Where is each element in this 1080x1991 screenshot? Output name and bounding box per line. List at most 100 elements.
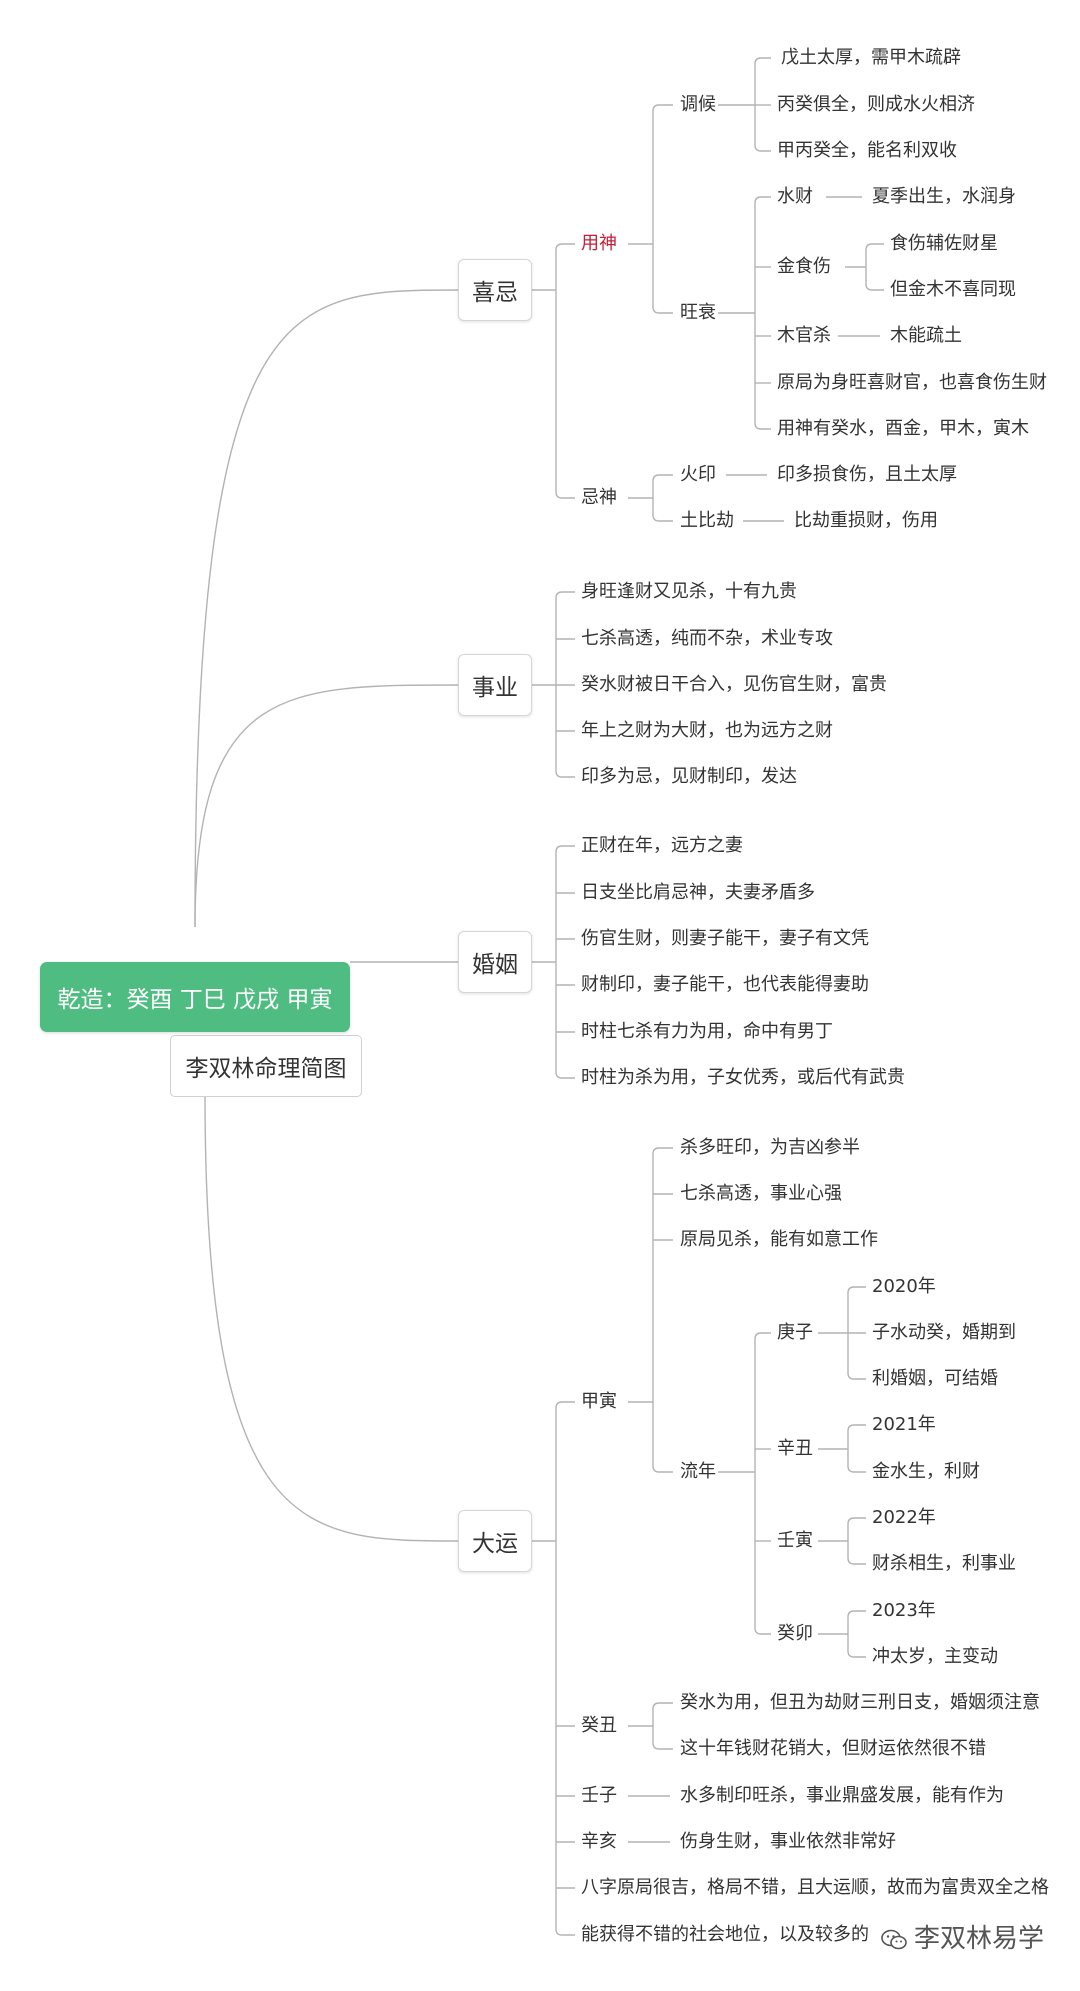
root-node: 乾造：癸酉 丁巳 戊戌 甲寅 <box>40 962 350 1032</box>
leaf: 七杀高透，纯而不杂，术业专攻 <box>581 628 833 649</box>
leaf: 原局见杀，能有如意工作 <box>680 1229 878 1250</box>
node-tiaohou: 调候 <box>680 94 716 115</box>
leaf: 时柱七杀有力为用，命中有男丁 <box>581 1021 833 1042</box>
connector-branch <box>555 1071 575 1079</box>
connector-root <box>194 684 460 928</box>
connector-branch <box>555 243 575 251</box>
connector-branch <box>555 770 575 778</box>
leaf: 甲丙癸全，能名利双收 <box>777 140 957 161</box>
leaf: 时柱为杀为用，子女优秀，或后代有武贵 <box>581 1067 905 1088</box>
leaf: 冲太岁，主变动 <box>872 1646 998 1667</box>
leaf: 七杀高透，事业心强 <box>680 1183 842 1204</box>
connector-branch <box>652 1742 673 1750</box>
node-liunian: 流年 <box>680 1461 716 1482</box>
leaf: 印多为忌，见财制印，发达 <box>581 766 797 787</box>
connector-branch <box>847 1424 866 1432</box>
node-huoyin: 火印 <box>680 464 716 485</box>
node-muguansha: 木官杀 <box>777 325 831 346</box>
node-guimao: 癸卯 <box>777 1623 813 1644</box>
leaf: 八字原局很吉，格局不错，且大运顺，故而为富贵双全之格 <box>581 1877 1049 1898</box>
leaf: 癸水财被日干合入，见伤官生财，富贵 <box>581 674 887 695</box>
branch-xiji: 喜忌 <box>458 259 532 321</box>
leaf: 正财在年，远方之妻 <box>581 835 743 856</box>
connector-branch <box>847 1517 866 1525</box>
leaf: 利婚姻，可结婚 <box>872 1368 998 1389</box>
leaf: 能获得不错的社会地位，以及较多的 <box>581 1924 869 1945</box>
connector-root <box>194 289 460 928</box>
node-shuicai: 水财 <box>777 186 813 207</box>
leaf: 用神有癸水，酉金，甲木，寅木 <box>777 418 1029 439</box>
connector-branch <box>652 514 673 522</box>
node-jinshishang: 金食伤 <box>777 256 831 277</box>
connector-branch <box>555 1928 575 1936</box>
connector-branch <box>652 306 673 314</box>
connector-branch <box>754 1332 771 1340</box>
leaf: 年上之财为大财，也为远方之财 <box>581 720 833 741</box>
leaf: 日支坐比肩忌神，夫妻矛盾多 <box>581 882 815 903</box>
node-xinhai: 辛亥 <box>581 1831 617 1852</box>
connector-branch <box>754 1627 771 1635</box>
leaf: 戊土太厚，需甲木疏辟 <box>781 47 961 68</box>
connector-branch <box>847 1610 866 1618</box>
leaf: 原局为身旺喜财官，也喜食伤生财 <box>777 372 1047 393</box>
node-wangshuai: 旺衰 <box>680 302 716 323</box>
connector-branch <box>555 491 575 499</box>
leaf: 财制印，妻子能干，也代表能得妻助 <box>581 974 869 995</box>
leaf: 财杀相生，利事业 <box>872 1553 1016 1574</box>
connector-branch <box>652 1702 673 1710</box>
branch-dayun: 大运 <box>458 1510 532 1572</box>
leaf: 2020年 <box>872 1276 936 1297</box>
connector-branch <box>754 57 771 65</box>
leaf: 2022年 <box>872 1507 936 1528</box>
node-jishen: 忌神 <box>581 487 617 508</box>
connector-branch <box>754 144 771 152</box>
connector-branch <box>847 1372 866 1380</box>
connector-branch <box>865 283 884 291</box>
leaf: 子水动癸，婚期到 <box>872 1322 1016 1343</box>
connector-branch <box>555 845 575 853</box>
leaf: 夏季出生，水润身 <box>872 186 1016 207</box>
leaf: 这十年钱财花销大，但财运依然很不错 <box>680 1738 986 1759</box>
leaf: 食伤辅佐财星 <box>890 233 998 254</box>
connector-branch <box>865 243 884 251</box>
leaf: 杀多旺印，为吉凶参半 <box>680 1137 860 1158</box>
connector-branch <box>652 104 673 112</box>
node-renzi: 壬子 <box>581 1785 617 1806</box>
connector-branch <box>652 474 673 482</box>
watermark: 李双林易学 <box>880 1918 1044 1955</box>
leaf: 印多损食伤，且土太厚 <box>777 464 957 485</box>
connector-branch <box>847 1286 866 1294</box>
branch-hunyin: 婚姻 <box>458 931 532 993</box>
connector-branch <box>847 1557 866 1565</box>
wechat-icon <box>881 1929 907 1949</box>
node-jiayin: 甲寅 <box>581 1391 617 1412</box>
connector-branch <box>754 196 771 204</box>
leaf: 癸水为用，但丑为劫财三刑日支，婚姻须注意 <box>680 1692 1040 1713</box>
leaf: 伤官生财，则妻子能干，妻子有文凭 <box>581 928 869 949</box>
leaf: 金水生，利财 <box>872 1461 980 1482</box>
connector-branch <box>555 1401 575 1409</box>
node-guichou: 癸丑 <box>581 1715 617 1736</box>
leaf: 丙癸俱全，则成水火相济 <box>777 94 975 115</box>
node-yongshen: 用神 <box>581 233 617 254</box>
node-tubijie: 土比劫 <box>680 510 734 531</box>
node-xinchou: 辛丑 <box>777 1438 813 1459</box>
connector-branch <box>555 591 575 599</box>
leaf: 木能疏土 <box>890 325 962 346</box>
connector-branch <box>847 1465 866 1473</box>
node-renyin: 壬寅 <box>777 1530 813 1551</box>
leaf: 比劫重损财，伤用 <box>794 510 938 531</box>
branch-shiye: 事业 <box>458 654 532 716</box>
connector-root <box>204 1094 460 1542</box>
leaf: 但金木不喜同现 <box>890 279 1016 300</box>
leaf: 水多制印旺杀，事业鼎盛发展，能有作为 <box>680 1785 1004 1806</box>
watermark-text: 李双林易学 <box>914 1924 1045 1954</box>
node-gengzi: 庚子 <box>777 1322 813 1343</box>
leaf: 身旺逢财又见杀，十有九贵 <box>581 581 797 602</box>
root-subtitle: 李双林命理简图 <box>170 1035 362 1097</box>
leaf: 2023年 <box>872 1600 936 1621</box>
leaf: 2021年 <box>872 1414 936 1435</box>
connector-branch <box>652 1465 673 1473</box>
